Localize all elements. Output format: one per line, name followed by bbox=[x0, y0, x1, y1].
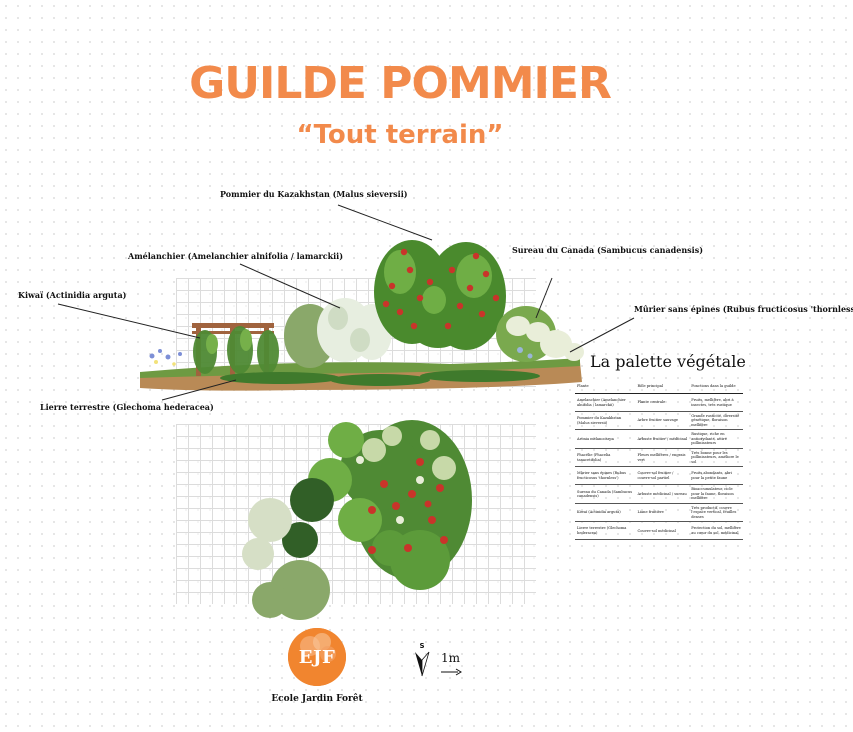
table-row: Amelanchier (Amelanchier alnifolia / lam… bbox=[575, 393, 743, 412]
table-cell: Grande rusticité, diversité génétique, f… bbox=[689, 411, 743, 431]
table-row: Pommier du Kazakhstan (Malus sieversii)A… bbox=[575, 411, 743, 431]
scale-arrow-icon bbox=[441, 668, 462, 676]
table-cell: Plante centrale bbox=[635, 393, 690, 412]
table-cell: Aronia melanocarpa bbox=[575, 429, 636, 449]
palette-table: Plante Rôle principal Fonctions dans la … bbox=[575, 380, 743, 541]
label-murier: Mûrier sans épines (Rubus fructicosus 't… bbox=[634, 304, 853, 314]
table-row: Lierre terrestre (Glechoma hederacea)Cou… bbox=[575, 521, 743, 541]
column-header: Plante bbox=[575, 380, 636, 394]
label-amelanchier: Amélanchier (Amelanchier alnifolia / lam… bbox=[128, 251, 343, 261]
table-row: Mûrier sans épines (Rubus fructicosus 't… bbox=[575, 466, 743, 486]
label-kiwai: Kiwaï (Actinidia arguta) bbox=[18, 290, 127, 300]
logo-leaf-icon bbox=[288, 628, 346, 686]
page-subtitle: “Tout terrain” bbox=[296, 120, 504, 150]
table-cell: Très bonne pour les pollinisateurs, amél… bbox=[689, 448, 743, 468]
table-cell: Couvre-sol fruitier / couvre-sol partiel bbox=[635, 466, 690, 486]
north-arrow: S bbox=[414, 642, 430, 684]
table-cell: Pommier du Kazakhstan (Malus sieversii) bbox=[575, 411, 636, 431]
table-cell: Bioaccumulateur, cicle pour la faune, fl… bbox=[689, 484, 743, 504]
palette-title: La palette végétale bbox=[590, 352, 746, 371]
table-cell: Sureau du Canada (Sambucus canadensis) bbox=[575, 484, 636, 504]
table-cell: Kiwaï (Actinidia arguta) bbox=[575, 503, 636, 523]
school-name: Ecole Jardin Forêt bbox=[271, 694, 363, 704]
table-cell: Fruits, mellifère, abri à insectes, très… bbox=[689, 393, 743, 412]
table-cell: Arbuste fruitier / médicinal bbox=[635, 429, 690, 449]
table-cell: Mûrier sans épines (Rubus fructicosus 't… bbox=[575, 466, 636, 486]
label-lierre: Lierre terrestre (Glechoma hederacea) bbox=[40, 402, 214, 412]
table-cell: Rustique, riche en antioxydants, attire … bbox=[689, 429, 743, 449]
table-cell: Protection du sol, mellifère au cœur du … bbox=[689, 521, 743, 541]
table-cell: Couvre-sol médicinal bbox=[635, 521, 690, 541]
table-cell: Phacélie (Phacelia tanacetifolia) bbox=[575, 448, 636, 468]
scale-label: 1m bbox=[441, 651, 461, 665]
page-title: GUILDE POMMIER bbox=[189, 58, 612, 109]
table-cell: Liane fruitière bbox=[635, 503, 690, 523]
table-cell: Fleurs mellifères / engrais vert bbox=[635, 448, 690, 468]
table-row: Phacélie (Phacelia tanacetifolia)Fleurs … bbox=[575, 448, 743, 468]
table-row: Sureau du Canada (Sambucus canadensis)Ar… bbox=[575, 484, 743, 504]
compass-arrow-icon bbox=[415, 651, 430, 677]
table-header-row: Plante Rôle principal Fonctions dans la … bbox=[575, 380, 743, 394]
logo-text: EJF bbox=[298, 647, 336, 668]
table-cell: Lierre terrestre (Glechoma hederacea) bbox=[575, 521, 636, 541]
table-cell: Amelanchier (Amelanchier alnifolia / lam… bbox=[575, 393, 636, 412]
table-cell: Arbre fruitier sauvage bbox=[635, 411, 690, 431]
north-letter: S bbox=[419, 642, 425, 650]
table-cell: Très productif, couvre l'espace vertical… bbox=[689, 503, 743, 523]
column-header: Fonctions dans la guilde bbox=[689, 380, 743, 394]
label-pommier: Pommier du Kazakhstan (Malus sieversii) bbox=[220, 189, 408, 199]
table-cell: Arbuste médicinal / sureau bbox=[635, 484, 690, 504]
table-cell: Fruits abondants, abri pour la petite fa… bbox=[689, 466, 743, 486]
label-sureau: Sureau du Canada (Sambucus canadensis) bbox=[512, 245, 703, 255]
column-header: Rôle principal bbox=[635, 380, 690, 394]
ejf-logo bbox=[288, 628, 346, 686]
